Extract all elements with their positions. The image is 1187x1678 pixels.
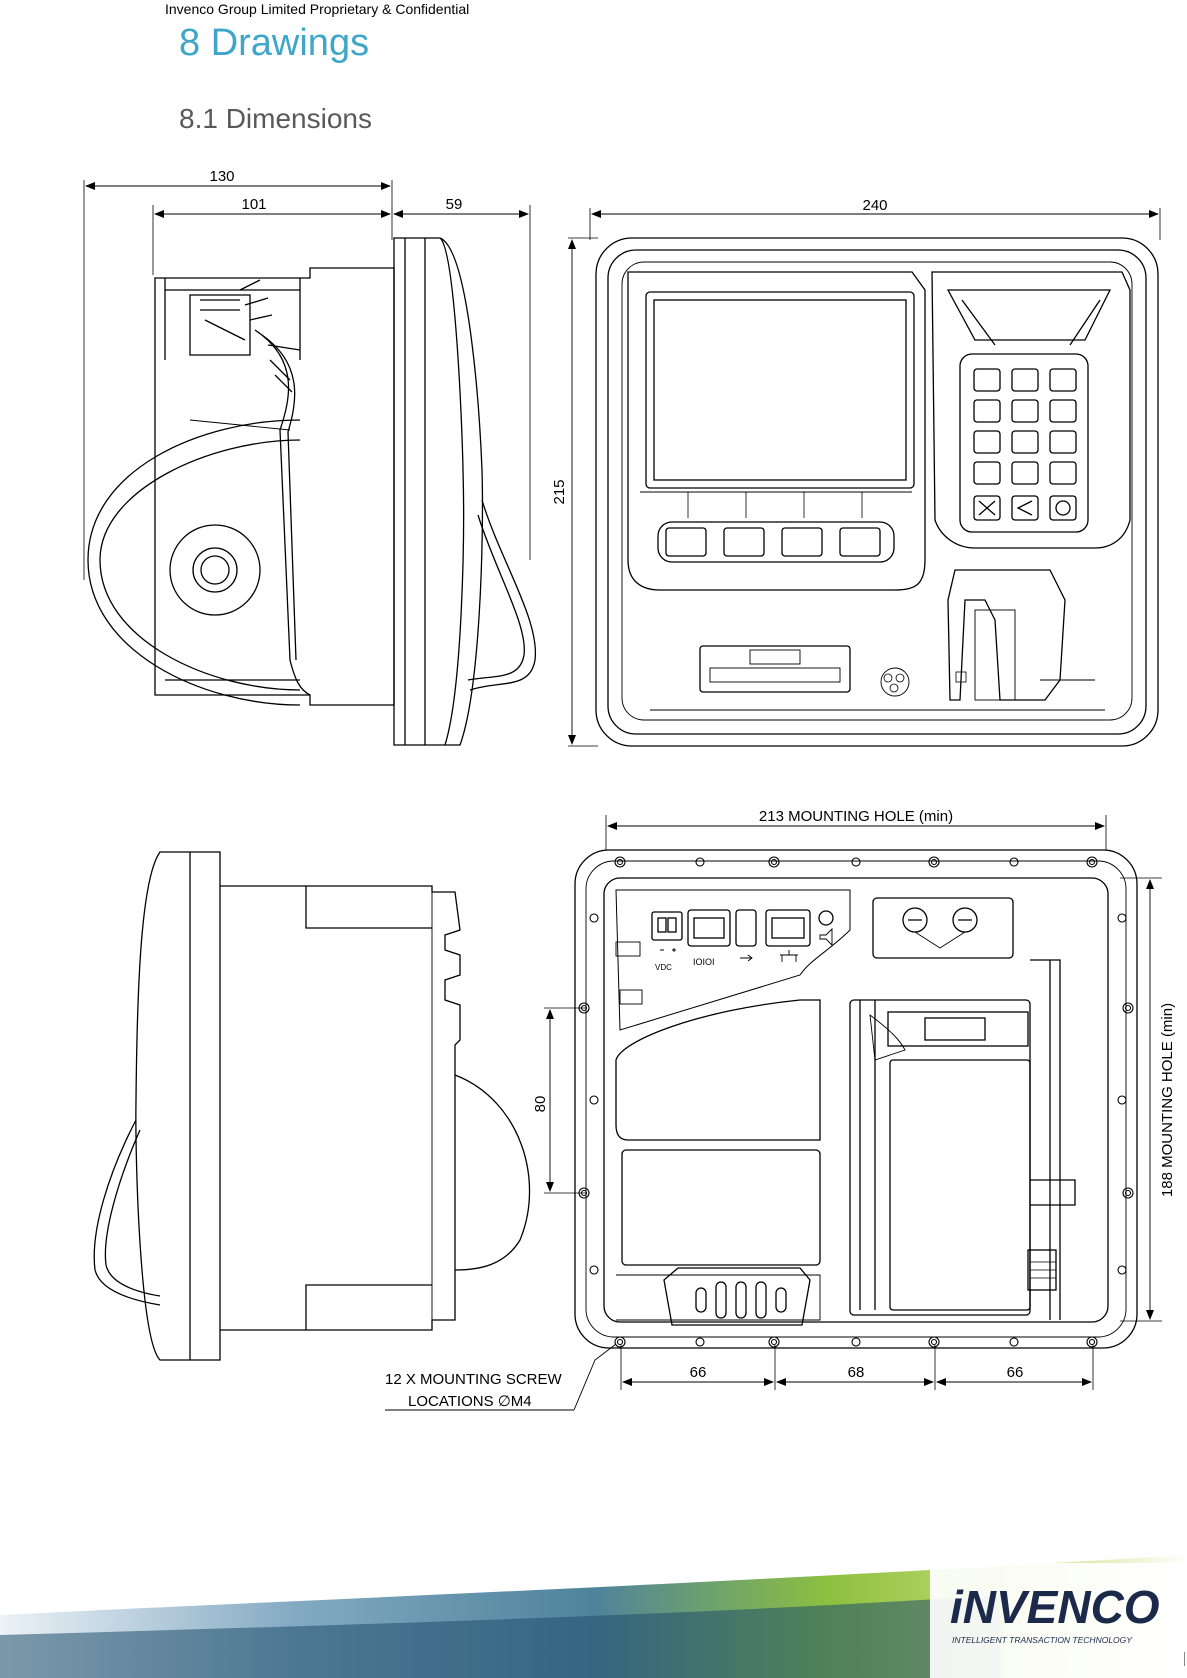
callout-screw-size: LOCATIONS ∅M4: [408, 1393, 532, 1410]
dim-side-spacing: 80: [532, 1096, 549, 1113]
dim-spacing-mid: 68: [848, 1364, 865, 1381]
dim-hole-width: 213 MOUNTING HOLE (min): [759, 808, 953, 825]
dimension-drawings: 130 101 59: [83, 168, 1176, 1411]
brand-logo: iNVENCO: [950, 1581, 1160, 1633]
rear-side-view-drawing: [93, 851, 531, 1361]
footer-banner: iNVENCO INTELLIGENT TRANSACTION TECHNOLO…: [0, 1555, 1187, 1678]
port-label-vdc: VDC: [655, 963, 672, 972]
dim-spacing-right: 66: [1007, 1364, 1024, 1381]
callout-screw-count: 12 X MOUNTING SCREW: [385, 1371, 563, 1388]
dim-bezel-depth: 59: [446, 196, 463, 213]
front-view-drawing: [568, 208, 1161, 747]
dim-overall-depth: 130: [209, 168, 234, 185]
section-title: 8 Drawings: [179, 22, 370, 64]
dim-hole-height: 188 MOUNTING HOLE (min): [1159, 1003, 1176, 1197]
subsection-title: 8.1 Dimensions: [179, 103, 372, 134]
dim-height: 215: [551, 479, 568, 504]
confidential-note: Invenco Group Limited Proprietary & Conf…: [165, 1, 470, 17]
page-marker: [1184, 1652, 1185, 1666]
side-view-drawing: [83, 180, 537, 746]
rear-view-drawing: [385, 815, 1162, 1411]
port-icons: [660, 948, 798, 962]
dim-width: 240: [862, 197, 887, 214]
port-label-serial: IOIOI: [693, 957, 715, 967]
brand-tagline: INTELLIGENT TRANSACTION TECHNOLOGY: [952, 1635, 1133, 1645]
dim-spacing-left: 66: [690, 1364, 707, 1381]
dim-body-depth: 101: [241, 196, 266, 213]
